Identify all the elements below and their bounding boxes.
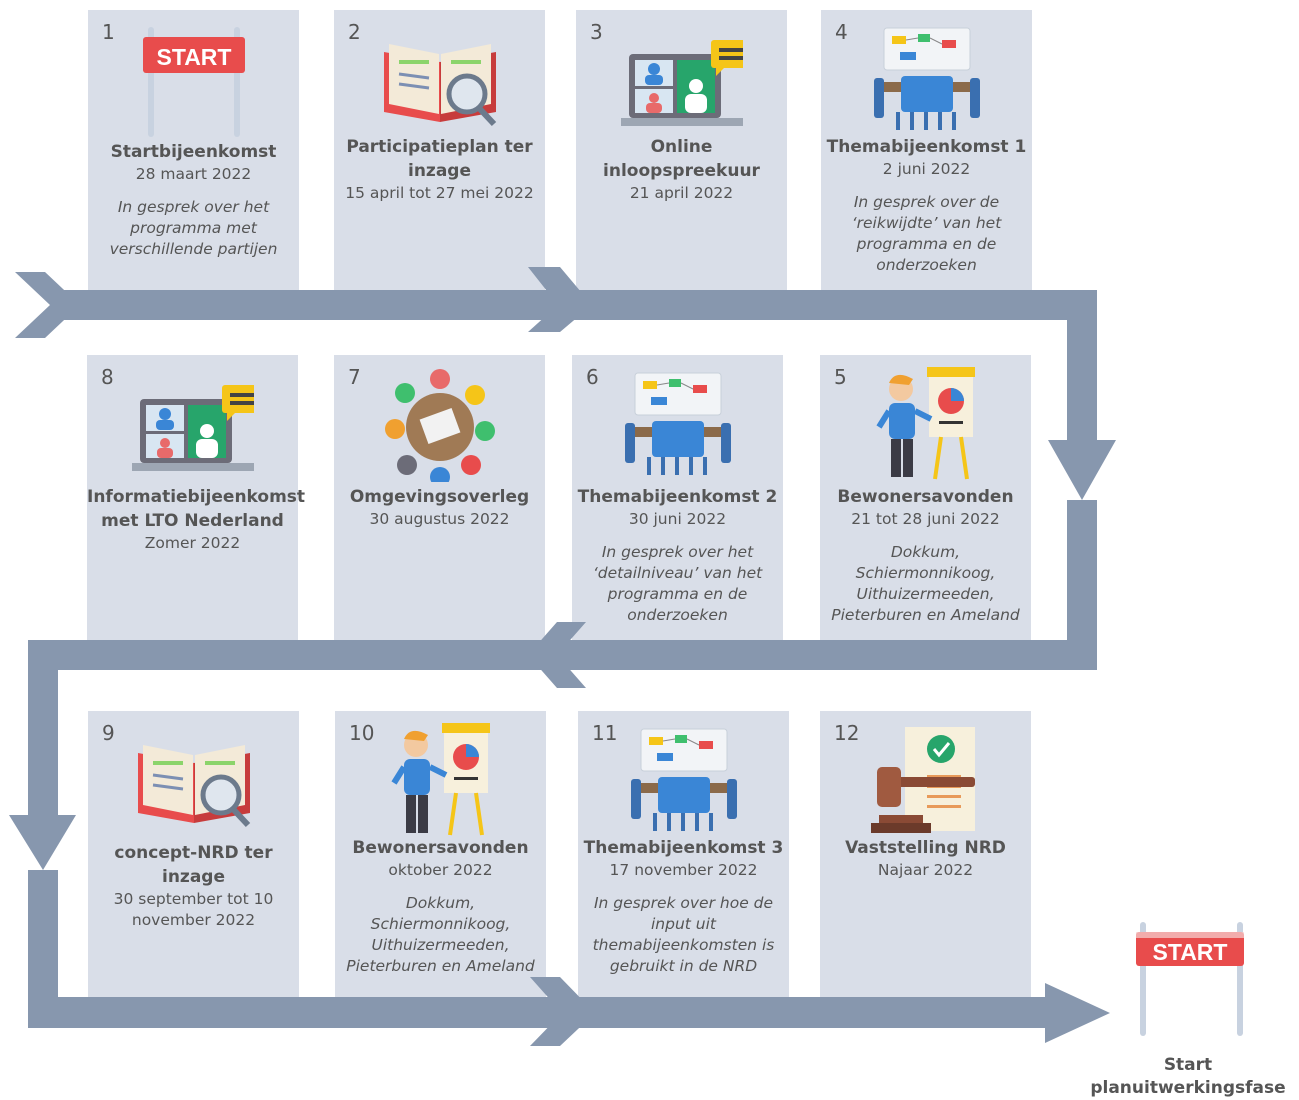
step-description: In gesprek over het ‘detailniveau’ van h… [592,543,763,624]
step-date: oktober 2022 [388,861,493,879]
banner-text: START [1153,939,1228,965]
step-date: 28 maart 2022 [135,165,252,183]
step-number: 7 [348,365,361,389]
step-description: In gesprek over hoe de input uit themabi… [592,894,775,975]
step-date: 15 april tot 27 mei 2022 [345,184,534,202]
step-number: 9 [102,721,115,745]
step-title: Informatiebijeenkomst met LTO Nederland [87,487,306,531]
step-title: Startbijeenkomst [110,142,277,162]
svg-text:START: START [157,44,232,70]
presenter-icon [876,367,975,480]
step-date: 2 juni 2022 [882,160,971,178]
step-title: Omgevingsoverleg [349,487,530,507]
presenter-icon [391,723,490,836]
step-description: In gesprek over het programma met versch… [109,198,278,258]
step-number: 6 [586,365,599,389]
step-description: In gesprek over de ‘reikwijdte’ van het … [851,193,1002,274]
step-date: 17 november 2022 [609,861,758,879]
step-title: Bewonersavonden [352,838,529,858]
flow-start-chevron [15,272,80,338]
final-milestone: START Start planuitwerkingsfase [1088,918,1288,1098]
flow-path [62,290,1116,500]
start-banner-icon: START [143,27,245,137]
group-circle-icon [385,369,495,487]
step-number: 8 [101,365,114,389]
step-number: 3 [590,20,603,44]
step-title: Participatieplan ter inzage [346,137,533,181]
flow-chevron-2 [528,622,586,688]
step-title: Bewonersavonden [837,487,1014,507]
flow-chevron-1 [528,267,592,332]
step-description: Dokkum, Schiermonnikoog, Uithuizermeeden… [831,543,1020,624]
step-number: 10 [349,721,375,745]
video-call-icon [132,385,262,471]
step-number: 4 [835,20,848,44]
meeting-table-icon [631,728,737,831]
step-number: 12 [834,721,860,745]
gavel-document-icon [871,727,975,833]
step-title: Themabijeenkomst 2 [577,487,778,507]
step-title: concept-NRD ter inzage [114,843,273,887]
start-banner-icon: START [1136,922,1244,1036]
final-label: Start planuitwerkingsfase [1090,1055,1286,1098]
step-title: Themabijeenkomst 3 [583,838,784,858]
step-date: 21 tot 28 juni 2022 [851,510,1000,528]
step-number: 2 [348,20,361,44]
book-magnifier-icon [384,44,497,127]
step-title: Online inloopspreekuur [603,137,760,181]
flow-chevron-3 [530,977,595,1046]
step-title: Vaststelling NRD [845,838,1006,858]
step-number: 11 [592,721,618,745]
step-number: 5 [834,365,847,389]
video-call-icon [621,40,751,126]
meeting-table-icon [874,27,980,130]
step-title: Themabijeenkomst 1 [826,137,1027,157]
step-number: 1 [102,20,115,44]
flow-path-2 [9,500,1097,870]
meeting-table-icon [625,372,731,475]
step-date: 30 augustus 2022 [369,510,510,528]
step-date: Zomer 2022 [144,534,241,552]
step-date: Najaar 2022 [877,861,974,879]
step-date: 21 april 2022 [629,184,734,202]
flow-path-3 [28,870,1110,1043]
step-date: 30 juni 2022 [628,510,727,528]
step-description: Dokkum, Schiermonnikoog, Uithuizermeeden… [346,894,535,975]
step-date: 30 september tot 10 november 2022 [113,890,274,929]
book-magnifier-icon [138,745,251,828]
